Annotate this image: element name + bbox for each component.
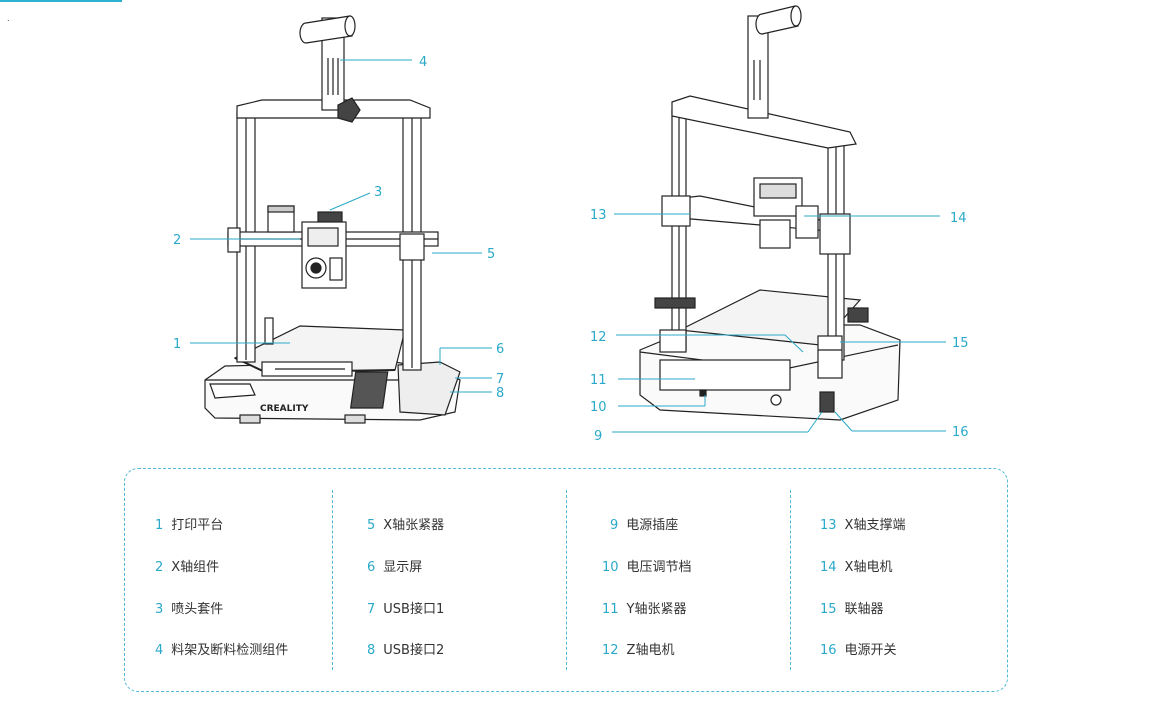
page-dot: . (7, 14, 10, 23)
legend-divider (790, 490, 791, 670)
callout-2: 2 (173, 233, 181, 248)
callout-14: 14 (950, 211, 967, 226)
callout-8: 8 (496, 386, 504, 401)
callout-4: 4 (419, 55, 427, 70)
legend-divider (332, 490, 333, 670)
callout-13: 13 (590, 208, 607, 223)
callout-9: 9 (594, 429, 602, 444)
back-printer (639, 5, 901, 421)
callout-15: 15 (952, 336, 969, 351)
callout-10: 10 (590, 400, 607, 415)
front-printer (204, 15, 461, 424)
callout-5: 5 (487, 247, 495, 262)
callout-12: 12 (590, 330, 607, 345)
callout-16: 16 (952, 425, 969, 440)
header-accent-line (0, 0, 122, 2)
callout-3: 3 (374, 185, 382, 200)
brand-mark: CREALITY (260, 404, 309, 414)
printer-diagram: CREALITY (173, 5, 969, 444)
legend-divider (566, 490, 567, 670)
legend-box (124, 468, 1008, 692)
callout-lines (190, 59, 946, 433)
callout-6: 6 (496, 342, 504, 357)
callout-11: 11 (590, 373, 607, 388)
callout-1: 1 (173, 337, 181, 352)
callout-7: 7 (496, 372, 504, 387)
